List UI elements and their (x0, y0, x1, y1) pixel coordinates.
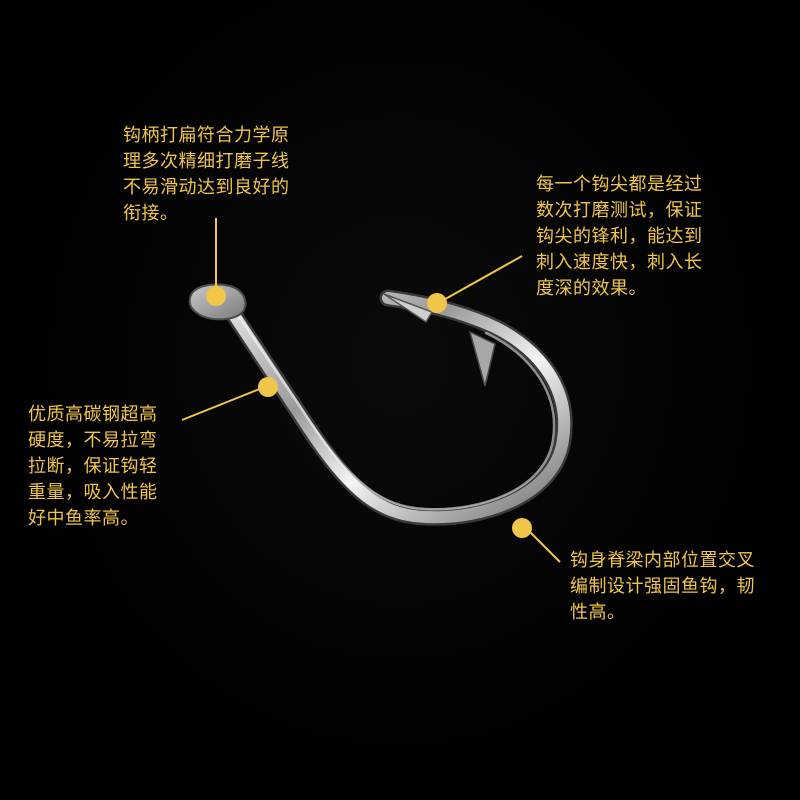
callout-line: 每一个钩尖都是经过 (536, 174, 703, 195)
hook-point (383, 293, 434, 324)
callout-line: 编制设计强固鱼钩，韧 (570, 576, 755, 597)
callout-line: 硬度，不易拉弯 (28, 430, 158, 451)
callout-line: 好中鱼率高。 (28, 508, 139, 529)
callout-line: 理多次精细打磨子线 (123, 151, 290, 172)
leader-line-spine (527, 529, 561, 563)
callout-connectors (181, 218, 561, 563)
callout-line: 刺入速度快，刺入长 (536, 252, 703, 273)
marker-dot-steel (258, 377, 278, 397)
hook-barb (468, 330, 496, 387)
callout-spine-text: 钩身脊梁内部位置交叉 编制设计强固鱼钩，韧 性高。 (570, 548, 755, 626)
callout-line: 钩柄打扁符合力学原 (123, 125, 290, 146)
leader-line-point (439, 255, 523, 303)
hook-wire (226, 292, 571, 524)
callout-line: 数次打磨测试，保证 (536, 200, 703, 221)
fish-hook (188, 283, 573, 526)
hook-wire-shadow (223, 289, 573, 526)
callout-line: 钩尖的锋利，能达到 (536, 226, 703, 247)
callout-shank-text: 钩柄打扁符合力学原 理多次精细打磨子线 不易滑动达到良好的 衔接。 (123, 123, 290, 227)
callout-line: 不易滑动达到良好的 (123, 177, 290, 198)
callout-line: 性高。 (570, 602, 626, 623)
callout-line: 优质高碳钢超高 (28, 404, 158, 425)
hook-wire-highlight (234, 310, 556, 511)
callout-line: 拉断，保证钩轻 (28, 456, 158, 477)
callout-point-text: 每一个钩尖都是经过 数次打磨测试，保证 钩尖的锋利，能达到 刺入速度快，刺入长 … (536, 172, 703, 302)
marker-dot-spine (512, 518, 532, 538)
leader-line-steel (181, 387, 263, 421)
callout-line: 钩身脊梁内部位置交叉 (570, 550, 755, 571)
callout-line: 度深的效果。 (536, 278, 647, 299)
callout-line: 重量，吸入性能 (28, 482, 158, 503)
callout-steel-text: 优质高碳钢超高 硬度，不易拉弯 拉断，保证钩轻 重量，吸入性能 好中鱼率高。 (28, 402, 158, 532)
marker-dot-point (427, 293, 447, 313)
callout-line: 衔接。 (123, 203, 179, 224)
marker-dot-shank (206, 286, 226, 306)
